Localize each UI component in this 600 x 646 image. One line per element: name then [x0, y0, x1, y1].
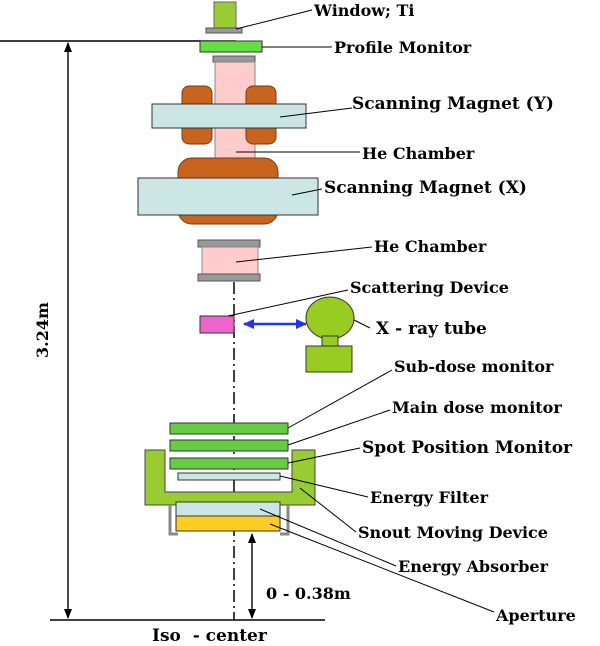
leader-snout-moving-device — [299, 487, 357, 533]
leader-sub-dose-monitor — [287, 369, 393, 429]
leader-xray-tube — [353, 319, 371, 329]
scattering-device — [199, 315, 235, 334]
scanning-magnet-x — [137, 177, 319, 216]
main-dose-monitor — [169, 439, 289, 452]
leader-scanning-magnet-y — [279, 107, 353, 118]
snout-plate — [175, 501, 281, 517]
leader-he-chamber-2 — [235, 246, 373, 263]
leader-scattering-device — [227, 289, 349, 317]
leader-scanning-magnet-x — [291, 188, 323, 196]
leader-energy-absorber — [259, 508, 397, 567]
label-main-dose-monitor: Main dose monitor — [392, 398, 562, 417]
label-iso-center: Iso - center — [152, 626, 268, 646]
label-scattering-device: Scattering Device — [350, 278, 509, 297]
label-window: Window; Ti — [313, 1, 415, 20]
leader-main-dose-monitor — [287, 409, 391, 446]
scanning-magnet-y — [151, 103, 307, 129]
label-he-chamber-1: He Chamber — [362, 144, 475, 163]
window-ti — [213, 1, 237, 29]
label-aperture: Aperture — [495, 606, 576, 625]
label-he-chamber-2: He Chamber — [374, 237, 487, 256]
energy-absorber — [175, 515, 281, 532]
label-spot-position-monitor: Spot Position Monitor — [362, 438, 573, 458]
window-flange — [205, 27, 243, 34]
label-profile-monitor: Profile Monitor — [334, 38, 472, 57]
profile-monitor — [199, 40, 263, 53]
he-chamber-lower-flange-bottom — [197, 273, 261, 282]
label-snout-moving-device: Snout Moving Device — [358, 523, 548, 542]
he-chamber-upper-flange — [212, 55, 256, 63]
label-xray-tube: X - ray tube — [376, 319, 487, 339]
leader-spot-position-monitor — [287, 447, 361, 464]
leader-aperture — [269, 523, 495, 613]
he-chamber-lower-flange-top — [197, 239, 261, 248]
leader-energy-filter — [279, 475, 369, 498]
snout-range-label: 0 - 0.38m — [266, 584, 351, 603]
spot-position-monitor — [169, 457, 289, 470]
label-scanning-magnet-x: Scanning Magnet (X) — [324, 178, 527, 198]
label-energy-absorber: Energy Absorber — [398, 557, 549, 576]
label-sub-dose-monitor: Sub-dose monitor — [394, 357, 554, 376]
sub-dose-monitor — [169, 422, 289, 435]
total-height-label: 3.24m — [33, 302, 52, 358]
energy-filter — [177, 472, 281, 481]
label-scanning-magnet-y: Scanning Magnet (Y) — [352, 94, 554, 114]
label-energy-filter: Energy Filter — [370, 488, 489, 507]
xray-tube — [305, 296, 355, 373]
snout-bracket — [168, 505, 290, 536]
leader-window — [235, 9, 313, 30]
